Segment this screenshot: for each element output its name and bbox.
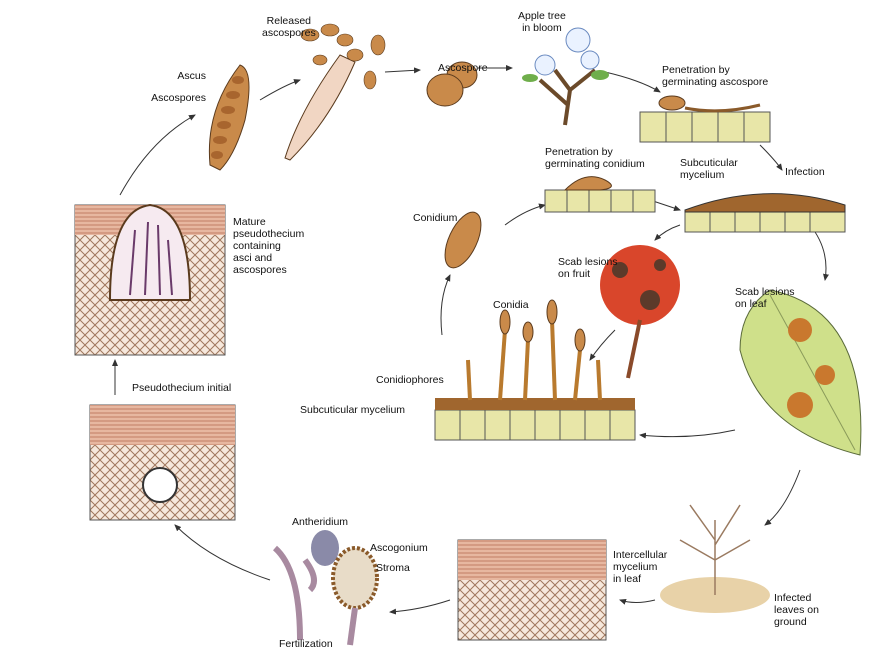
arrow-conidiophores-to-conidium [440, 274, 451, 336]
label-ascospore: Ascospore [438, 62, 488, 74]
label-intercellular-mycelium: Intercellular mycelium in leaf [613, 549, 668, 585]
conidium-illustration [444, 211, 482, 269]
fertilization-illustration [272, 530, 379, 646]
arrow-to-leaf [809, 224, 829, 281]
label-stroma: Stroma [376, 562, 410, 574]
ascus-illustration [208, 64, 250, 171]
mature-pseudothecium-illustration [74, 203, 226, 356]
label-released-ascospores: Released ascospores [262, 15, 316, 39]
label-antheridium: Antheridium [292, 516, 349, 528]
arrow-conidium-to-penetration [504, 203, 546, 226]
label-fertilization: Fertilization [279, 638, 333, 650]
arrow-to-infection [759, 144, 783, 171]
label-ascogonium: Ascogonium [370, 542, 428, 554]
arrow-leaf-to-conidiophores [639, 429, 736, 439]
arrow-released-to-ascospore [384, 67, 421, 74]
arrow-intercellular-to-fertilization [389, 599, 451, 615]
conidiophores-illustration [434, 299, 636, 441]
label-subcuticular-mycelium-top: Subcuticular mycelium [680, 157, 738, 181]
arrow-fruit-to-conidiophores [589, 329, 616, 361]
ascospore-illustration [426, 61, 478, 107]
label-mature-pseudothecium: Mature pseudothecium containing asci and… [233, 216, 305, 276]
label-conidia: Conidia [493, 299, 529, 311]
label-penetration-conidium: Penetration by germinating conidium [545, 146, 645, 170]
label-scab-fruit: Scab lesions on fruit [558, 256, 618, 280]
label-scab-leaf: Scab lesions on leaf [735, 286, 795, 310]
subcuticular-mycelium-illustration [684, 193, 846, 233]
apple-bloom-illustration [522, 27, 609, 126]
arrow-fertilization-to-initial [174, 524, 271, 581]
scab-leaf-illustration [739, 289, 862, 456]
apple-fruit-illustration [600, 245, 680, 379]
intercellular-mycelium-illustration [457, 539, 607, 641]
released-ascus-illustration [284, 23, 386, 161]
arrow-ground-to-intercellular [619, 599, 656, 605]
pseudothecium-initial-illustration [89, 404, 236, 521]
arrow-tree-to-penetration [604, 71, 661, 93]
label-conidiophores: Conidiophores [376, 374, 444, 386]
label-ascospores: Ascospores [151, 92, 206, 104]
label-pseudothecium-initial: Pseudothecium initial [132, 382, 232, 394]
arrow-pseudothecium-to-ascus [119, 114, 196, 196]
arrow-leaf-to-ground [764, 469, 801, 526]
label-infection: Infection [785, 166, 825, 178]
label-infected-leaves: Infected leaves on ground [774, 592, 819, 628]
arrow-to-fruit [654, 224, 681, 241]
label-ascus: Ascus [177, 70, 206, 82]
arrow-ascus-to-released [259, 79, 301, 101]
label-penetration-ascospore: Penetration by germinating ascospore [662, 64, 769, 88]
infected-leaves-illustration [660, 504, 770, 613]
penetration-conidium-illustration [544, 176, 656, 213]
label-subcuticular-mycelium-bottom: Subcuticular mycelium [300, 404, 406, 416]
label-apple-tree: Apple tree in bloom [518, 10, 566, 34]
label-conidium: Conidium [413, 212, 458, 224]
penetration-ascospore-illustration [639, 95, 771, 143]
